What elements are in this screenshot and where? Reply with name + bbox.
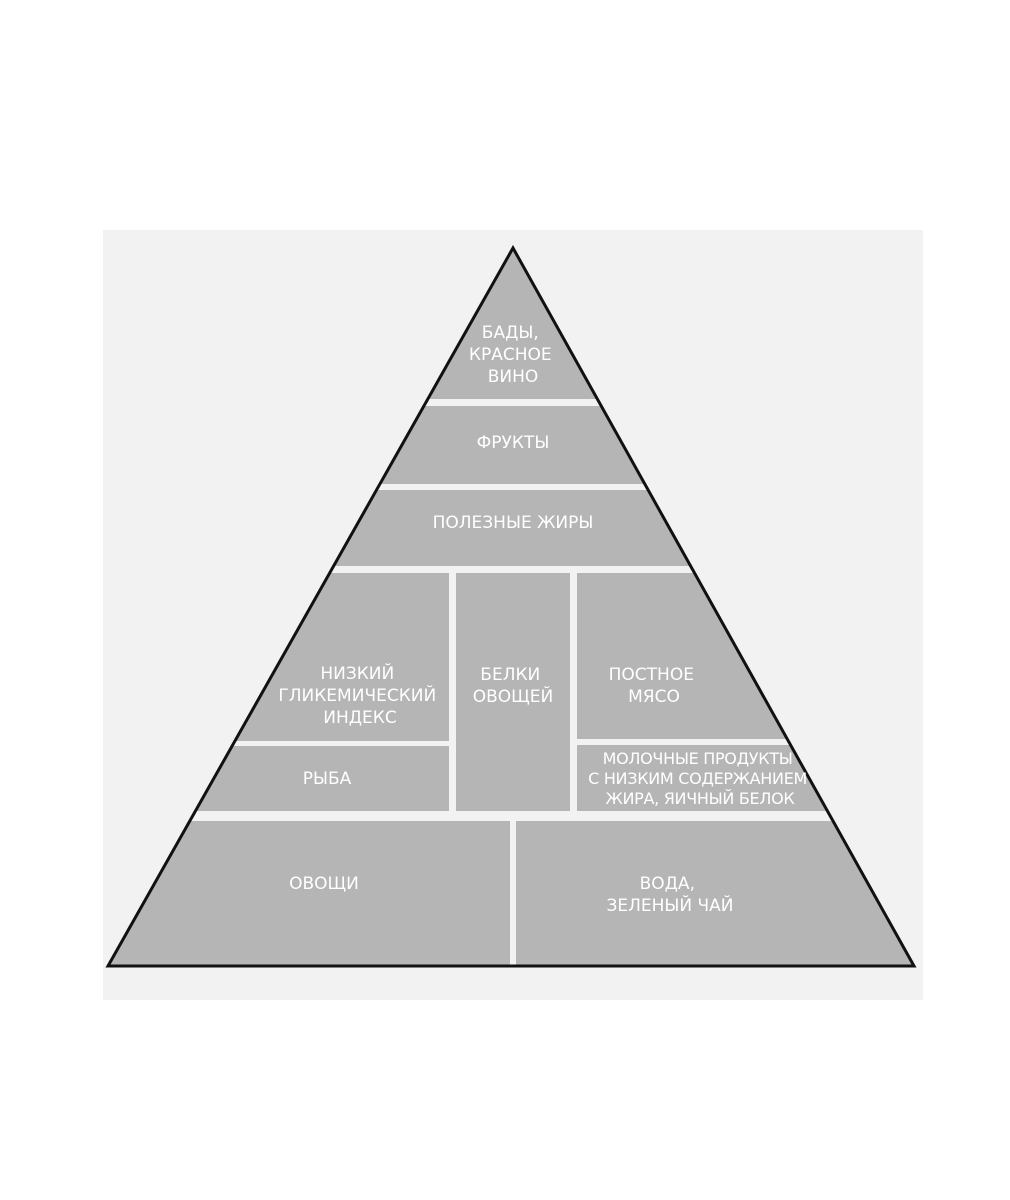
label-vegetable-protein: БЕЛКИ ОВОЩЕЙ bbox=[473, 665, 553, 707]
label-supplements-wine: БАДЫ, КРАСНОЕ ВИНО bbox=[469, 323, 557, 387]
label-lean-meat: ПОСТНОЕ МЯСО bbox=[609, 665, 700, 707]
label-healthy-fats: ПОЛЕЗНЫЕ ЖИРЫ bbox=[433, 513, 594, 533]
label-dairy: МОЛОЧНЫЕ ПРОДУКТЫ С НИЗКИМ СОДЕРЖАНИЕМ Ж… bbox=[588, 749, 812, 808]
pyramid-outline bbox=[105, 244, 917, 968]
label-vegetables: ОВОЩИ bbox=[289, 874, 359, 894]
label-water-tea: ВОДА, ЗЕЛЕНЫЙ ЧАЙ bbox=[606, 874, 733, 916]
label-low-gi: НИЗКИЙ ГЛИКЕМИЧЕСКИЙ ИНДЕКС bbox=[278, 662, 441, 728]
label-fruits: ФРУКТЫ bbox=[477, 433, 550, 453]
label-fish: РЫБА bbox=[303, 769, 352, 789]
block-vegetable-protein bbox=[456, 573, 570, 811]
